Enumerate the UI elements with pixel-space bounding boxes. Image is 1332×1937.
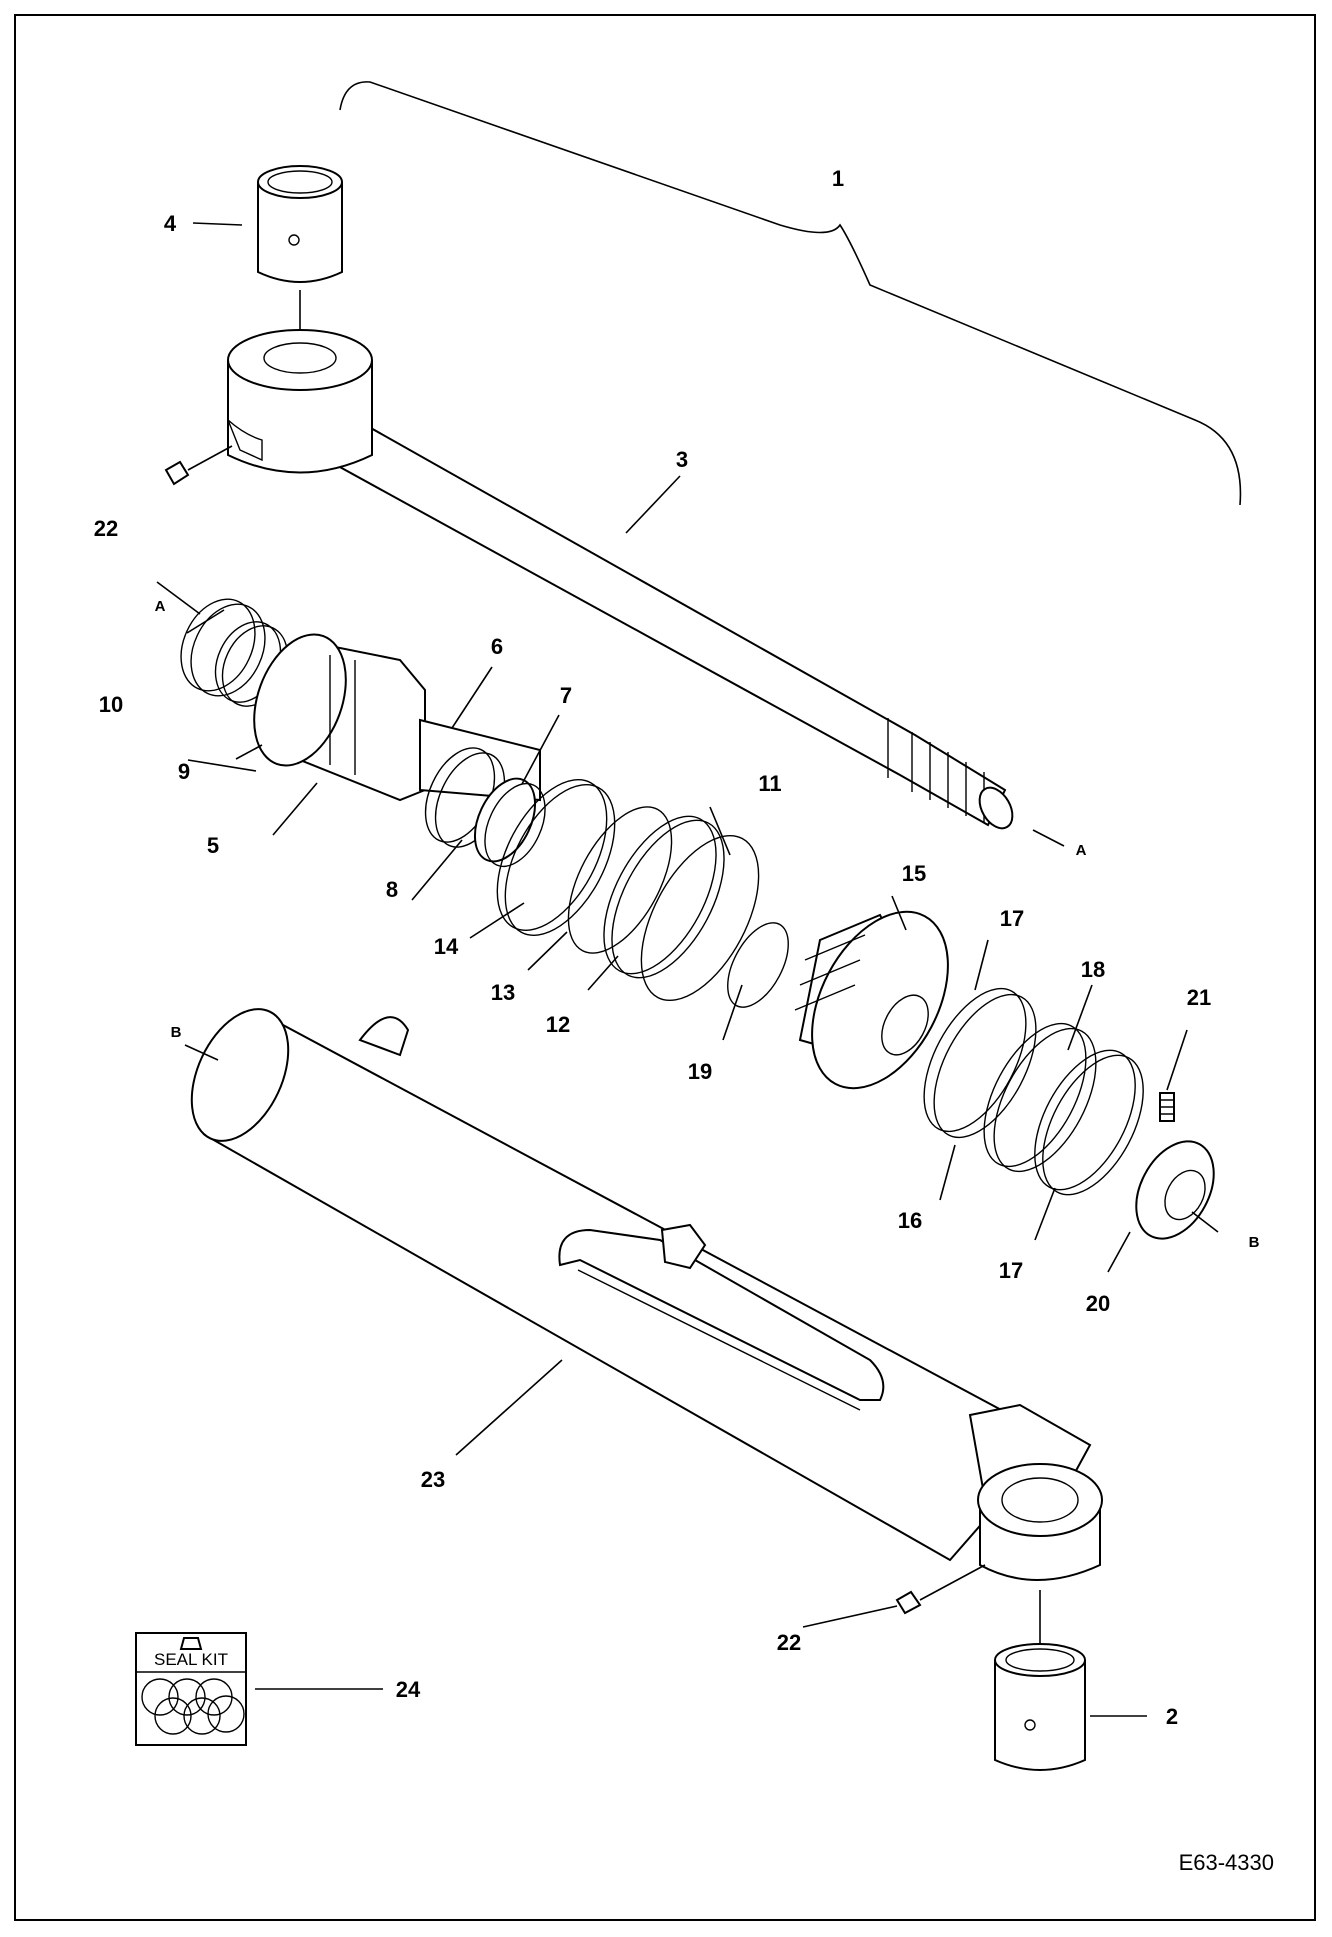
- grease-fitting-22-top: [164, 445, 233, 486]
- gland-5: [253, 633, 541, 802]
- callout-1: 1: [832, 166, 844, 191]
- callout-A-left: A: [155, 598, 166, 615]
- callout-B-left: B: [171, 1024, 182, 1041]
- callout-6: 6: [491, 634, 503, 659]
- document-id: E63-4330: [1179, 1850, 1274, 1875]
- callout-A-right: A: [1076, 842, 1087, 859]
- seal-kit-label: SEAL KIT: [154, 1650, 228, 1669]
- callout-16: 16: [898, 1208, 922, 1233]
- bushing-2: [994, 1643, 1086, 1771]
- callout-3: 3: [676, 447, 688, 472]
- callout-24: 24: [396, 1677, 421, 1702]
- assembly-brace: [339, 81, 1242, 506]
- grease-fitting-22-bottom: [895, 1564, 986, 1615]
- callout-8: 8: [386, 877, 398, 902]
- callout-11: 11: [758, 771, 781, 796]
- rings-11-12-13: [567, 806, 760, 1002]
- callout-5: 5: [207, 833, 219, 858]
- callout-21: 21: [1187, 985, 1211, 1010]
- callout-12: 12: [546, 1012, 570, 1037]
- callout-2: 2: [1166, 1704, 1178, 1729]
- callout-9: 9: [178, 759, 190, 784]
- leader-lines: [156, 222, 1219, 1717]
- callout-14: 14: [434, 934, 459, 959]
- backup-ring-14: [496, 779, 616, 936]
- piston-rod-3: [227, 329, 1014, 830]
- cylinder-barrel-23: [190, 1008, 1092, 1562]
- callout-B-right: B: [1249, 1234, 1260, 1251]
- callout-13: 13: [491, 980, 515, 1005]
- callout-22-bottom: 22: [777, 1630, 801, 1655]
- base-eye: [977, 1463, 1103, 1581]
- callout-20: 20: [1086, 1291, 1110, 1316]
- seal-kit-pouch-icon: [179, 1637, 203, 1650]
- bushing-4: [257, 165, 343, 283]
- lock-nut-20: [1135, 1140, 1215, 1240]
- callout-22-top: 22: [94, 516, 118, 541]
- seal-kit-box: SEAL KIT: [135, 1632, 247, 1746]
- o-ring-19: [727, 922, 789, 1008]
- callout-4: 4: [164, 211, 177, 236]
- diagram-frame: [14, 14, 1316, 1921]
- callout-19: 19: [688, 1059, 712, 1084]
- callout-10: 10: [99, 692, 123, 717]
- set-screw-21: [1159, 1092, 1175, 1122]
- callout-17-top: 17: [1000, 906, 1024, 931]
- callout-18: 18: [1081, 957, 1105, 982]
- piston-seals-16-17-18: [923, 987, 1144, 1196]
- callout-15: 15: [902, 861, 926, 886]
- callout-23: 23: [421, 1467, 445, 1492]
- callout-7: 7: [560, 683, 572, 708]
- piston-15: [794, 910, 949, 1090]
- callout-17-bottom: 17: [999, 1258, 1023, 1283]
- callout-labels: 1 4 3 22 A 10 9 5 6 7 8 11 14 13 12 A 15…: [94, 166, 1260, 1729]
